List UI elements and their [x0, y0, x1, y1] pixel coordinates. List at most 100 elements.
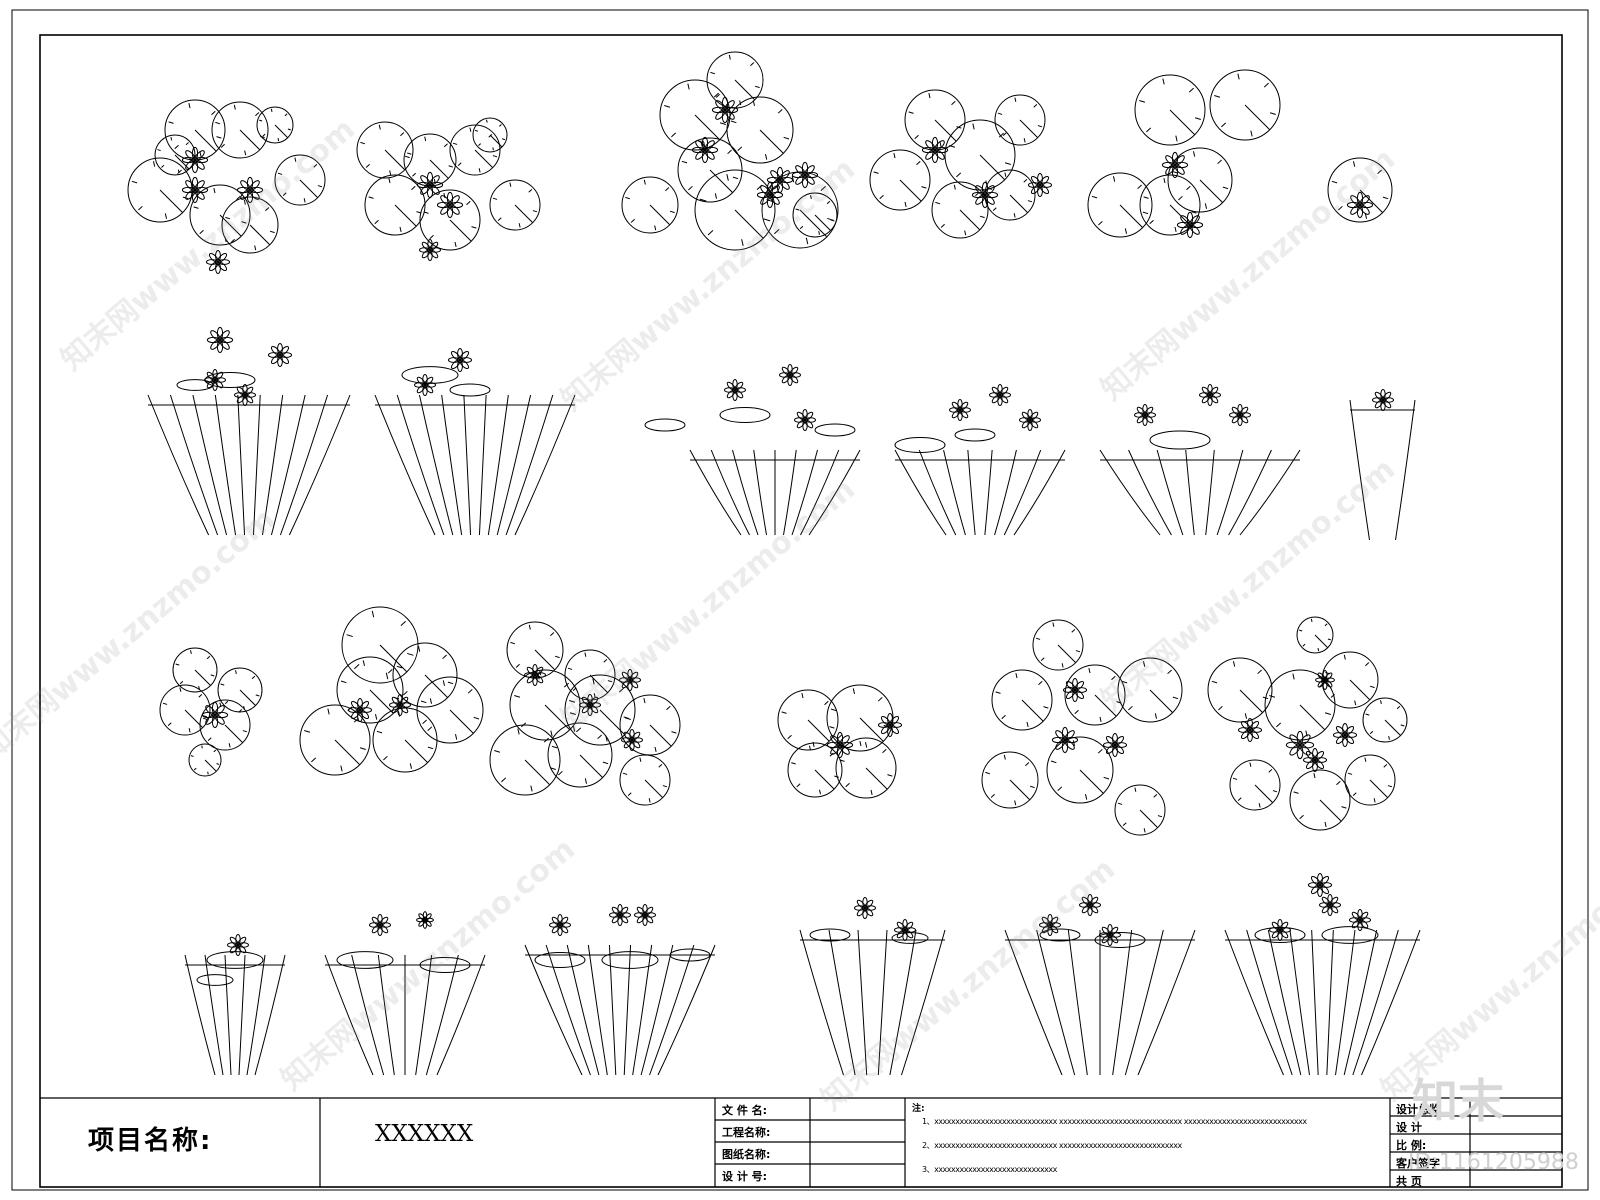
lily-pad-vein [467, 689, 473, 694]
lily-pad-vein [865, 742, 868, 748]
lily-pad-vein [569, 700, 576, 703]
lily-pad-vein [254, 245, 257, 251]
lily-pad-vein [752, 100, 755, 106]
lily-pad-vein [939, 141, 942, 148]
lily-pad-vein [188, 728, 191, 733]
lily-leaf-side [449, 383, 491, 397]
plant-stem [374, 394, 436, 536]
lily-pad-vein [1232, 661, 1236, 667]
lily-pad-vein [385, 672, 389, 680]
lily-pad [336, 656, 404, 724]
lily-pad-vein [1313, 772, 1316, 779]
lily-pad-vein [830, 708, 837, 712]
lotus-flower-center [836, 741, 844, 749]
lotus-flower-center [801, 171, 809, 179]
lotus-flower-petal [1114, 735, 1125, 746]
lily-pad-vein [427, 726, 433, 731]
lily-pad-vein [1014, 97, 1017, 102]
lily-pad-vein [1098, 220, 1103, 226]
lily-pad-vein [317, 185, 323, 188]
lily-pad-vein [294, 157, 297, 162]
lotus-flower-petal [644, 906, 654, 916]
lotus-flower-center [216, 336, 224, 344]
lily-pad-vein [543, 737, 549, 743]
lily-pad-vein [681, 160, 688, 164]
plant-stem [487, 394, 509, 536]
lotus-flower-petal [217, 252, 228, 263]
lily-pad [341, 606, 419, 684]
lily-pad-vein [198, 694, 203, 698]
lotus-flower-center [397, 702, 403, 708]
lily-pad-vein [665, 187, 670, 192]
lily-pad-vein [362, 660, 365, 666]
lily-pad-vein [710, 71, 716, 75]
lily-pad-vein [1121, 680, 1128, 684]
lotus-flower-center [214, 258, 222, 266]
lily-pad [221, 196, 279, 254]
lotus-flower-center [787, 372, 793, 378]
lily-pad [1167, 147, 1233, 213]
lily-pad-vein [233, 104, 236, 110]
lily-pad-vein [1103, 776, 1110, 780]
lily-pad-vein [224, 700, 229, 705]
lotus-flower-center [1171, 161, 1179, 169]
lily-pad-vein [509, 182, 512, 187]
lily-pad-vein [669, 210, 675, 214]
lily-pad-notch [579, 754, 603, 778]
lily-pad-vein [887, 774, 893, 777]
lily-pad-vein [174, 144, 179, 150]
lily-pad-vein [795, 208, 800, 211]
lily-pad-vein [1268, 769, 1273, 773]
lily-pad-vein [1071, 629, 1076, 633]
plant-stem [1246, 929, 1293, 1076]
lily-pad-vein [662, 785, 668, 788]
lily-pad-vein [1364, 757, 1367, 762]
lily-pad-notch [1384, 719, 1401, 736]
lily-pad-vein [1061, 663, 1064, 668]
lily-pad-vein [242, 730, 248, 733]
plant-drawings [127, 51, 1421, 1076]
lily-pad-vein [809, 745, 811, 751]
lily-pad-vein [671, 731, 677, 734]
plant-stem [783, 449, 797, 536]
lily-pad-vein [639, 757, 642, 762]
lily-pad-notch [1057, 644, 1076, 663]
lily-pad-vein [763, 218, 771, 222]
lily-leaf-side [814, 423, 856, 437]
lotus-flower-petal [864, 899, 874, 909]
lily-pad-vein [494, 750, 501, 753]
lotus-flower-center [776, 176, 784, 184]
lily-pad-vein [517, 728, 520, 735]
lily-pad-vein [1204, 203, 1208, 209]
lily-pad-vein [799, 225, 804, 230]
lily-pad-vein [1310, 618, 1313, 622]
lily-pad-vein [1257, 669, 1262, 675]
lotus-flower-petal [629, 671, 639, 681]
lotus-flower-petal [559, 916, 569, 926]
lotus-flower-petal [934, 140, 945, 151]
lily-pad-vein [1033, 104, 1038, 108]
lily-pad-notch [449, 219, 472, 242]
lily-pad-vein [251, 675, 256, 680]
lily-pad-vein [935, 201, 941, 205]
lily-pad-vein [471, 226, 477, 229]
lily-pad [981, 751, 1039, 809]
lily-pad-vein [949, 145, 956, 148]
plant-stem [1067, 929, 1088, 1076]
lily-pad-vein [311, 757, 317, 763]
lily-pad-vein [820, 185, 826, 191]
lotus-flower-petal [1344, 725, 1355, 736]
lily-pad-vein [478, 168, 481, 173]
lily-pad [256, 106, 294, 144]
lily-pad-vein [443, 143, 448, 148]
lotus-flower-center [191, 156, 199, 164]
plant-stem [270, 394, 306, 536]
lily-pad-vein [528, 624, 531, 630]
lily-pad-vein [781, 711, 787, 714]
lily-pad-vein [1162, 78, 1165, 85]
lily-pad [991, 669, 1053, 731]
lily-pad-vein [492, 197, 498, 200]
lily-pad-notch [1299, 704, 1325, 730]
lily-pad-vein [719, 122, 726, 125]
lily-pad-vein [1027, 200, 1033, 203]
